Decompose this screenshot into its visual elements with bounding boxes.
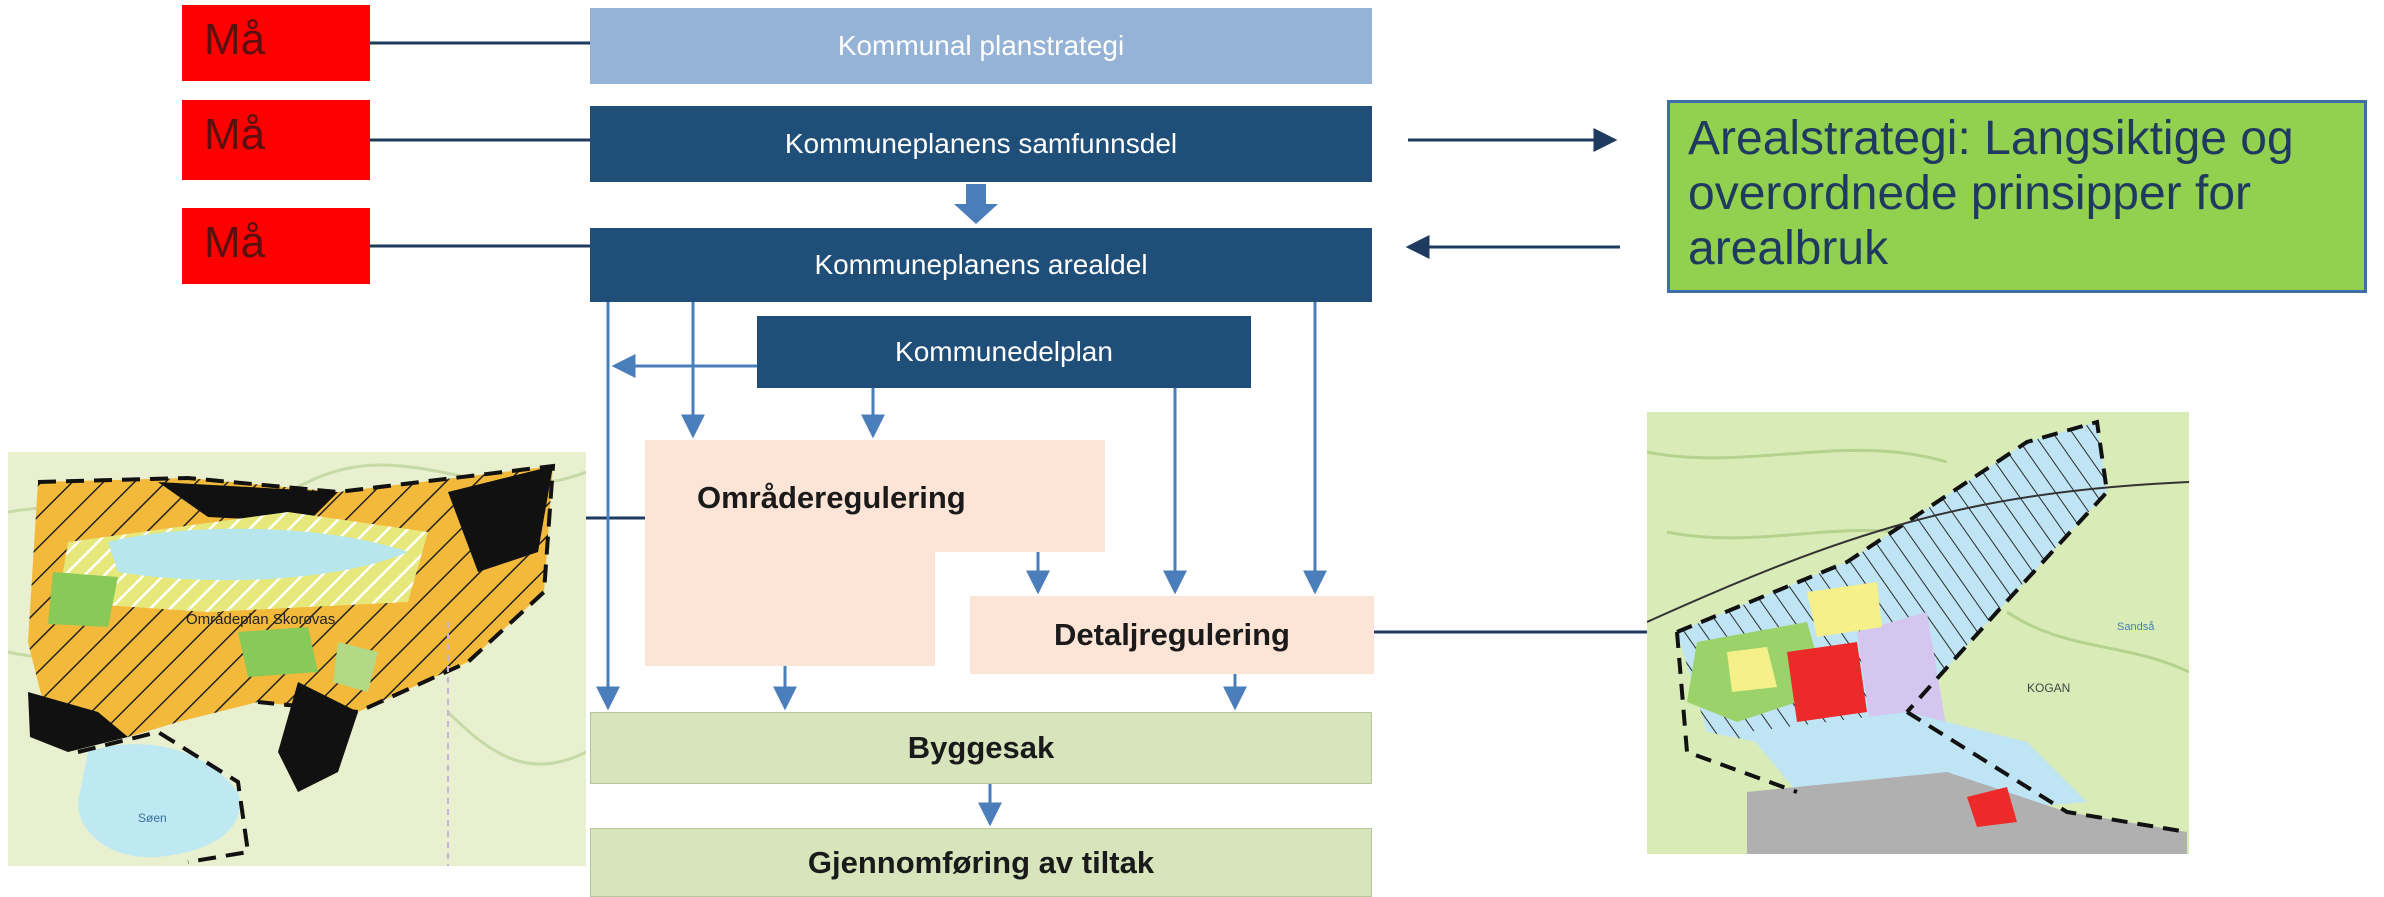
must-tag-label: Må [204, 218, 266, 267]
box-label: Kommuneplanens arealdel [814, 249, 1148, 280]
box-byggesak: Byggesak [590, 712, 1372, 784]
box-label: Kommuneplanens samfunnsdel [784, 128, 1178, 159]
must-tag-label: Må [204, 15, 266, 64]
note-text: Arealstrategi: Langsiktige og overordned… [1688, 112, 2294, 275]
box-kommuneplanens-arealdel: Kommuneplanens arealdel [590, 228, 1372, 302]
box-label: Byggesak [907, 730, 1055, 765]
box-label: Gjennomføring av tiltak [807, 844, 1155, 880]
box-kommunedelplan: Kommunedelplan [757, 316, 1251, 388]
map-right-place-label: KOGAN [2027, 681, 2070, 695]
note-arealstrategi: Arealstrategi: Langsiktige og overordned… [1667, 100, 2367, 293]
must-connector-lines [370, 41, 590, 248]
box-omraderegulering: Områderegulering [645, 440, 1105, 552]
box-label: Detaljregulering [1054, 617, 1290, 652]
must-tag-label: Må [204, 110, 266, 159]
flow-arrows [596, 302, 1327, 827]
box-label: Kommunedelplan [895, 336, 1113, 367]
must-tag-arealdel: Må [182, 208, 370, 284]
must-tag-planstrategi: Må [182, 5, 370, 81]
map-right-graphic: KOGAN Sandså [1647, 412, 2189, 854]
must-tag-samfunnsdel: Må [182, 100, 370, 180]
map-omradeplan-skorovas: Områdeplan Skorovas Søen [8, 452, 586, 866]
box-kommuneplanens-samfunnsdel: Kommuneplanens samfunnsdel [590, 106, 1372, 182]
map-reguleringsplan: KOGAN Sandså [1647, 412, 2189, 854]
map-left-water-label: Søen [138, 811, 167, 825]
box-label: Kommunal planstrategi [837, 30, 1125, 61]
block-arrow-down [954, 184, 998, 224]
box-detaljregulering: Detaljregulering [970, 596, 1374, 674]
map-left-label: Områdeplan Skorovas [186, 611, 335, 628]
box-kommunal-planstrategi: Kommunal planstrategi [590, 8, 1372, 84]
map-right-water-label: Sandså [2117, 621, 2155, 633]
map-left-graphic: Områdeplan Skorovas Søen [8, 452, 586, 866]
box-label: Områderegulering [697, 480, 966, 515]
box-omraderegulering-lower [645, 552, 935, 666]
